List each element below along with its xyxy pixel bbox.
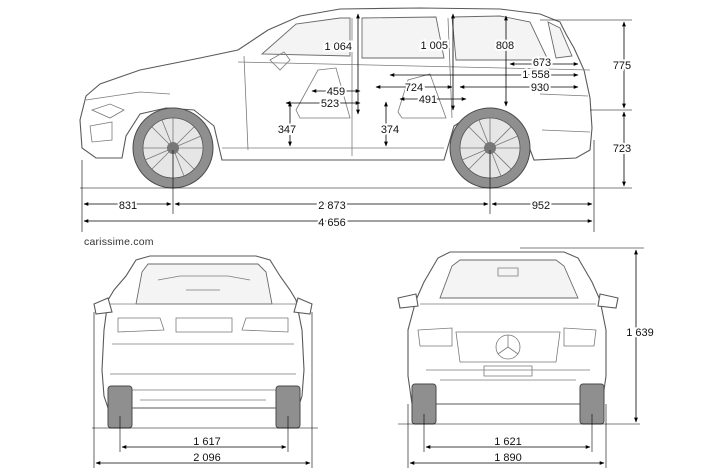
front-view-car [397, 251, 619, 425]
dim-rear-legroom: 724 [405, 82, 423, 94]
dim-front-seat-height: 347 [278, 124, 296, 136]
dim-cargo-length-top: 673 [533, 57, 551, 69]
dim-cargo-height: 808 [496, 40, 514, 52]
dim-cargo-length-mid: 1 558 [522, 69, 550, 81]
dim-wheelbase: 2 873 [318, 200, 346, 212]
front-dimension-lines [407, 247, 644, 468]
dim-cargo-length-floor: 930 [531, 82, 549, 94]
dim-roof-height: 775 [613, 60, 631, 72]
side-dimension-lines [81, 13, 632, 232]
dim-beltline-height: 723 [613, 143, 631, 155]
dim-rear-seat-depth: 491 [419, 94, 437, 106]
rear-dimension-lines [93, 312, 313, 468]
dim-rear-seat-height: 374 [381, 124, 399, 136]
dim-rear-overhang: 952 [532, 200, 550, 212]
side-rear-wheel [449, 107, 531, 189]
dim-front-width: 1 890 [494, 452, 522, 464]
side-front-wheel [132, 107, 214, 189]
dim-front-overhang: 831 [119, 200, 137, 212]
side-view-car [79, 7, 593, 161]
dim-rear-headroom: 1 005 [420, 40, 448, 52]
dim-rear-track: 1 617 [193, 436, 221, 448]
dim-overall-length: 4 656 [318, 217, 346, 229]
dim-front-track: 1 621 [494, 436, 522, 448]
dim-rear-width: 2 096 [193, 452, 221, 464]
dim-front-legroom: 523 [321, 98, 339, 110]
site-watermark: carissime.com [84, 236, 154, 248]
dim-front-seat-depth: 459 [327, 86, 345, 98]
dim-front-headroom: 1 064 [324, 41, 352, 53]
rear-view-car [93, 255, 313, 429]
dim-overall-height: 1 639 [626, 327, 654, 339]
